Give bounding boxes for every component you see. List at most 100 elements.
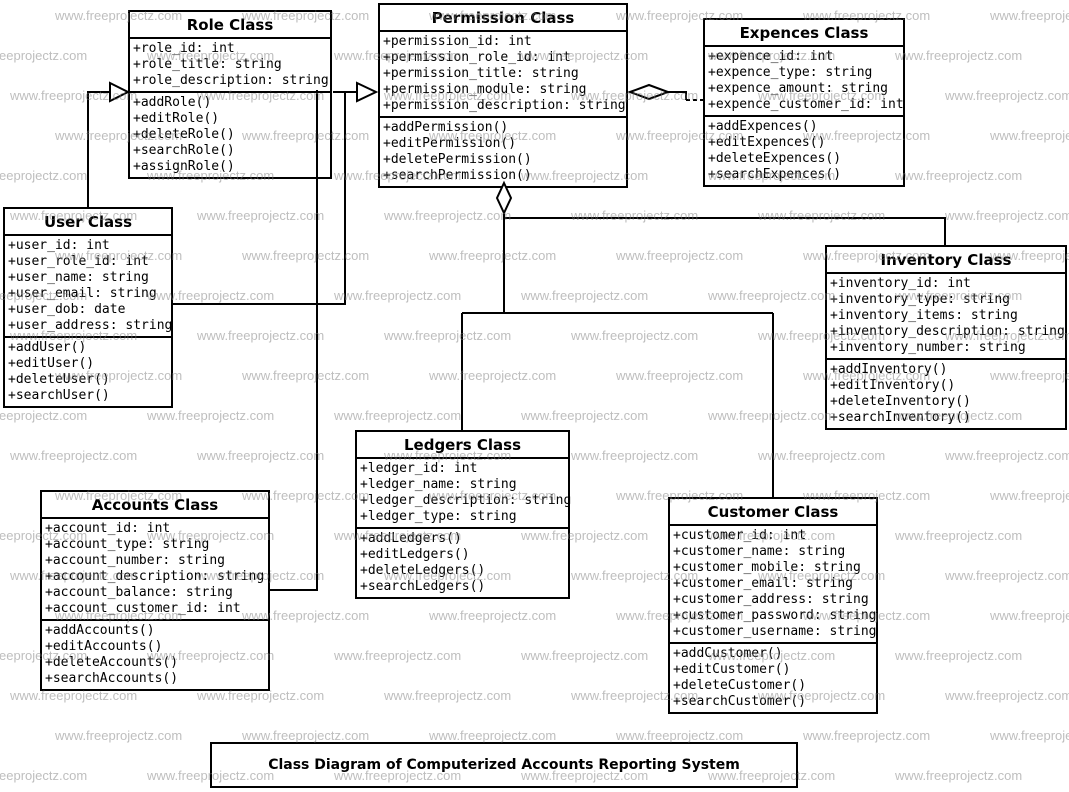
class-member: +permission_module: string [383,82,587,97]
class-member: +permission_title: string [383,66,579,81]
class-box-role: Role Class +role_id: int+role_title: str… [128,10,332,179]
watermark-text: www.freeprojectz.com [521,648,649,663]
class-member: +account_type: string [45,537,210,552]
diagram-title: Class Diagram of Computerized Accounts R… [210,742,798,788]
watermark-text: www.freeprojectz.com [334,288,462,303]
class-methods-ledgers: +addLedgers()+editLedgers()+deleteLedger… [357,529,568,597]
watermark-text: www.freeprojectz.com [945,448,1069,463]
class-title-role: Role Class [130,12,330,39]
class-box-permission: Permission Class +permission_id: int+per… [378,3,628,188]
watermark-text: www.freeprojectz.com [895,648,1023,663]
class-member: +ledger_name: string [360,477,517,492]
class-member: +ledger_description: string [360,493,572,508]
class-title-user: User Class [5,209,171,236]
class-attributes-expences: +expence_id: int+expence_type: string +ex… [705,47,904,117]
class-member: +user_address: string [8,318,173,333]
watermark-text: www.freeprojectz.com [616,368,744,383]
class-member: +searchPermission() [383,168,532,183]
class-box-user: User Class +user_id: int+user_role_id: i… [3,207,173,408]
class-member: +editAccounts() [45,639,163,654]
watermark-text: www.freeprojectz.com [10,448,138,463]
class-member: +addRole() [133,95,212,110]
class-member: +user_dob: date [8,302,126,317]
class-member: +editRole() [133,111,220,126]
watermark-text: www.freeprojectz.com [521,408,649,423]
class-member: +account_balance: string [45,585,233,600]
watermark-text: www.freeprojectz.com [708,288,836,303]
class-member: +addExpences() [708,119,818,134]
class-member: +ledger_type: string [360,509,517,524]
class-member: +ledger_id: int [360,461,478,476]
watermark-text: www.freeprojectz.com [0,48,88,63]
class-member: +searchUser() [8,388,110,403]
class-member: +customer_password: string [673,608,877,623]
class-title-permission: Permission Class [380,5,626,32]
watermark-text: www.freeprojectz.com [895,528,1023,543]
class-box-ledgers: Ledgers Class +ledger_id: int+ledger_nam… [355,430,572,599]
class-member: +deleteExpences() [708,151,842,166]
class-member: +role_description: string [133,73,329,88]
class-member: +expence_customer_id: int [708,97,904,112]
class-attributes-user: +user_id: int+user_role_id: int+user_nam… [5,236,173,338]
watermark-text: www.freeprojectz.com [0,408,88,423]
watermark-text: www.freeprojectz.com [616,728,744,743]
class-member: +searchInventory() [830,410,971,425]
watermark-text: www.freeprojectz.com [429,728,557,743]
class-member: +searchAccounts() [45,671,179,686]
class-methods-user: +addUser()+editUser()+deleteUser()+searc… [5,338,171,406]
class-title-customer: Customer Class [670,499,876,526]
class-member: +inventory_description: string [830,324,1065,339]
watermark-text: www.freeprojectz.com [571,448,699,463]
watermark-text: www.freeprojectz.com [242,248,370,263]
class-member: +user_id: int [8,238,110,253]
class-member: +editPermission() [383,136,517,151]
class-member: +editExpences() [708,135,826,150]
class-member: +addCustomer() [673,646,783,661]
watermark-text: www.freeprojectz.com [429,368,557,383]
class-title-ledgers: Ledgers Class [357,432,568,459]
class-member: +addAccounts() [45,623,155,638]
watermark-text: www.freeprojectz.com [616,248,744,263]
watermark-text: www.freeprojectz.com [945,88,1069,103]
class-member: +inventory_number: string [830,340,1026,355]
class-member: +addPermission() [383,120,509,135]
watermark-text: www.freeprojectz.com [945,568,1069,583]
class-title-expences: Expences Class [705,20,903,47]
class-member: +addUser() [8,340,87,355]
class-member: +editLedgers() [360,547,470,562]
watermark-text: www.freeprojectz.com [990,608,1069,623]
watermark-text: www.freeprojectz.com [384,208,512,223]
class-methods-inventory: +addInventory()+editInventory()+deleteIn… [827,360,1065,428]
watermark-text: www.freeprojectz.com [521,288,649,303]
class-member: +customer_mobile: string [673,560,861,575]
watermark-text: www.freeprojectz.com [429,608,557,623]
watermark-text: www.freeprojectz.com [571,328,699,343]
watermark-text: www.freeprojectz.com [758,448,886,463]
class-member: +role_title: string [133,57,282,72]
watermark-text: www.freeprojectz.com [758,208,886,223]
class-member: +searchCustomer() [673,694,807,709]
class-member: +deleteCustomer() [673,678,807,693]
class-member: +customer_email: string [673,576,854,591]
watermark-text: www.freeprojectz.com [895,48,1023,63]
class-member: +customer_id: int [673,528,807,543]
watermark-text: www.freeprojectz.com [197,208,325,223]
watermark-text: www.freeprojectz.com [895,168,1023,183]
class-member: +addInventory() [830,362,948,377]
class-member: +role_id: int [133,41,235,56]
connector-permission-to-inventory [504,217,946,245]
class-member: +deleteRole() [133,127,235,142]
class-member: +expence_type: string [708,65,873,80]
connector-user-to-role [87,91,110,207]
watermark-text: www.freeprojectz.com [197,328,325,343]
class-member: +deleteLedgers() [360,563,486,578]
watermark-text: www.freeprojectz.com [147,408,275,423]
watermark-text: www.freeprojectz.com [990,728,1069,743]
watermark-text: www.freeprojectz.com [945,688,1069,703]
class-attributes-inventory: +inventory_id: int+inventory_type: strin… [827,274,1065,360]
class-member: +expence_id: int [708,49,834,64]
class-member: +customer_address: string [673,592,869,607]
watermark-text: www.freeprojectz.com [10,88,138,103]
class-member: +user_role_id: int [8,254,149,269]
class-attributes-ledgers: +ledger_id: int+ledger_name: string+ledg… [357,459,572,529]
